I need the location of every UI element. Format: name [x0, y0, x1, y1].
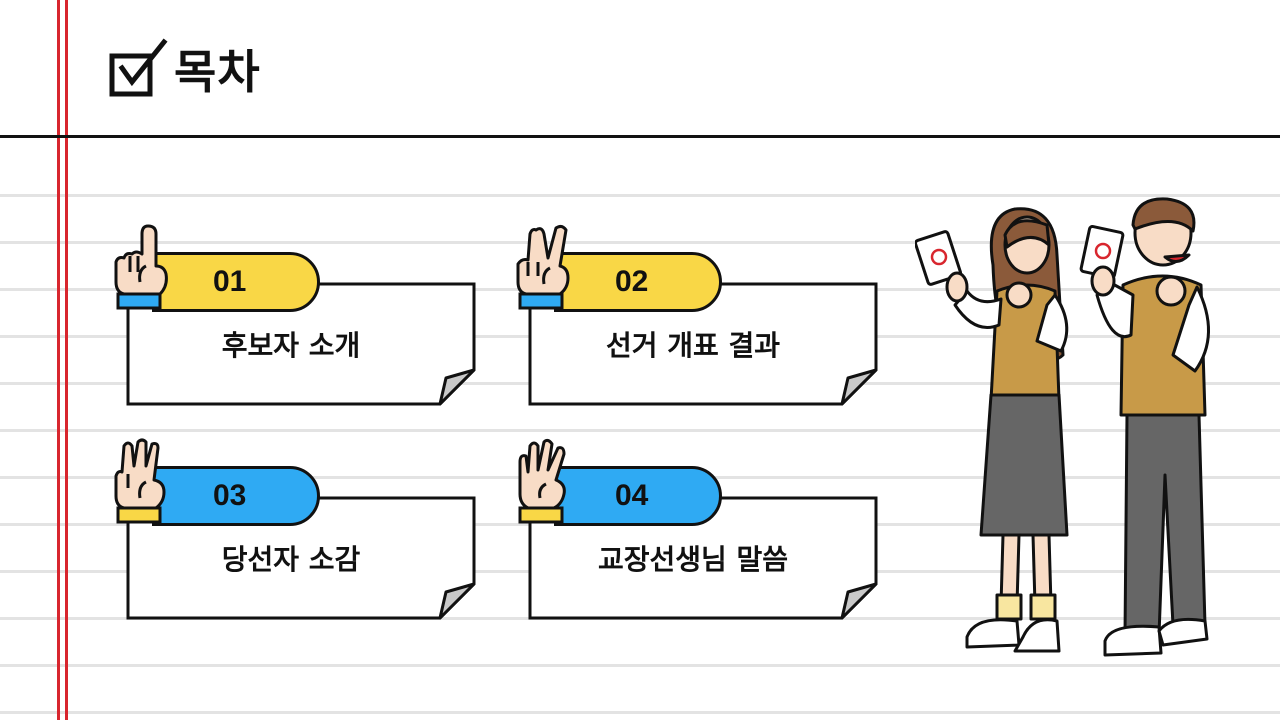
item-number-badge: 03 [152, 466, 320, 526]
paper-card [528, 496, 878, 620]
four-finger-hand-icon [518, 438, 566, 524]
one-finger-hand-icon [114, 224, 168, 310]
paper-card [528, 282, 878, 406]
agenda-item-02[interactable]: 02 선거 개표 결과 [514, 222, 878, 412]
header-divider [0, 135, 1280, 138]
boy-student [1079, 197, 1210, 657]
paper-card [126, 496, 476, 620]
two-finger-hand-icon [516, 224, 570, 310]
item-label: 후보자 소개 [221, 329, 361, 362]
margin-line-right [65, 0, 68, 720]
agenda-item-04[interactable]: 04 교장선생님 말씀 [514, 436, 878, 626]
item-number-badge: 04 [554, 466, 722, 526]
checkbox-check-icon [109, 38, 168, 97]
item-number-badge: 01 [152, 252, 320, 312]
page-title: 목차 [174, 45, 261, 99]
girl-student [915, 207, 1069, 653]
paper-card [126, 282, 476, 406]
three-finger-hand-icon [114, 438, 166, 524]
agenda-item-01[interactable]: 01 후보자 소개 [112, 222, 476, 412]
notebook-lines [0, 138, 1280, 720]
item-label: 선거 개표 결과 [605, 329, 781, 362]
agenda-item-03[interactable]: 03 당선자 소감 [112, 436, 476, 626]
students-with-ballots-illustration [915, 197, 1210, 657]
page-header: 목차 [108, 34, 261, 104]
item-label: 당선자 소감 [221, 543, 361, 576]
margin-line-left [57, 0, 60, 720]
item-number-badge: 02 [554, 252, 722, 312]
item-label: 교장선생님 말씀 [597, 543, 789, 576]
